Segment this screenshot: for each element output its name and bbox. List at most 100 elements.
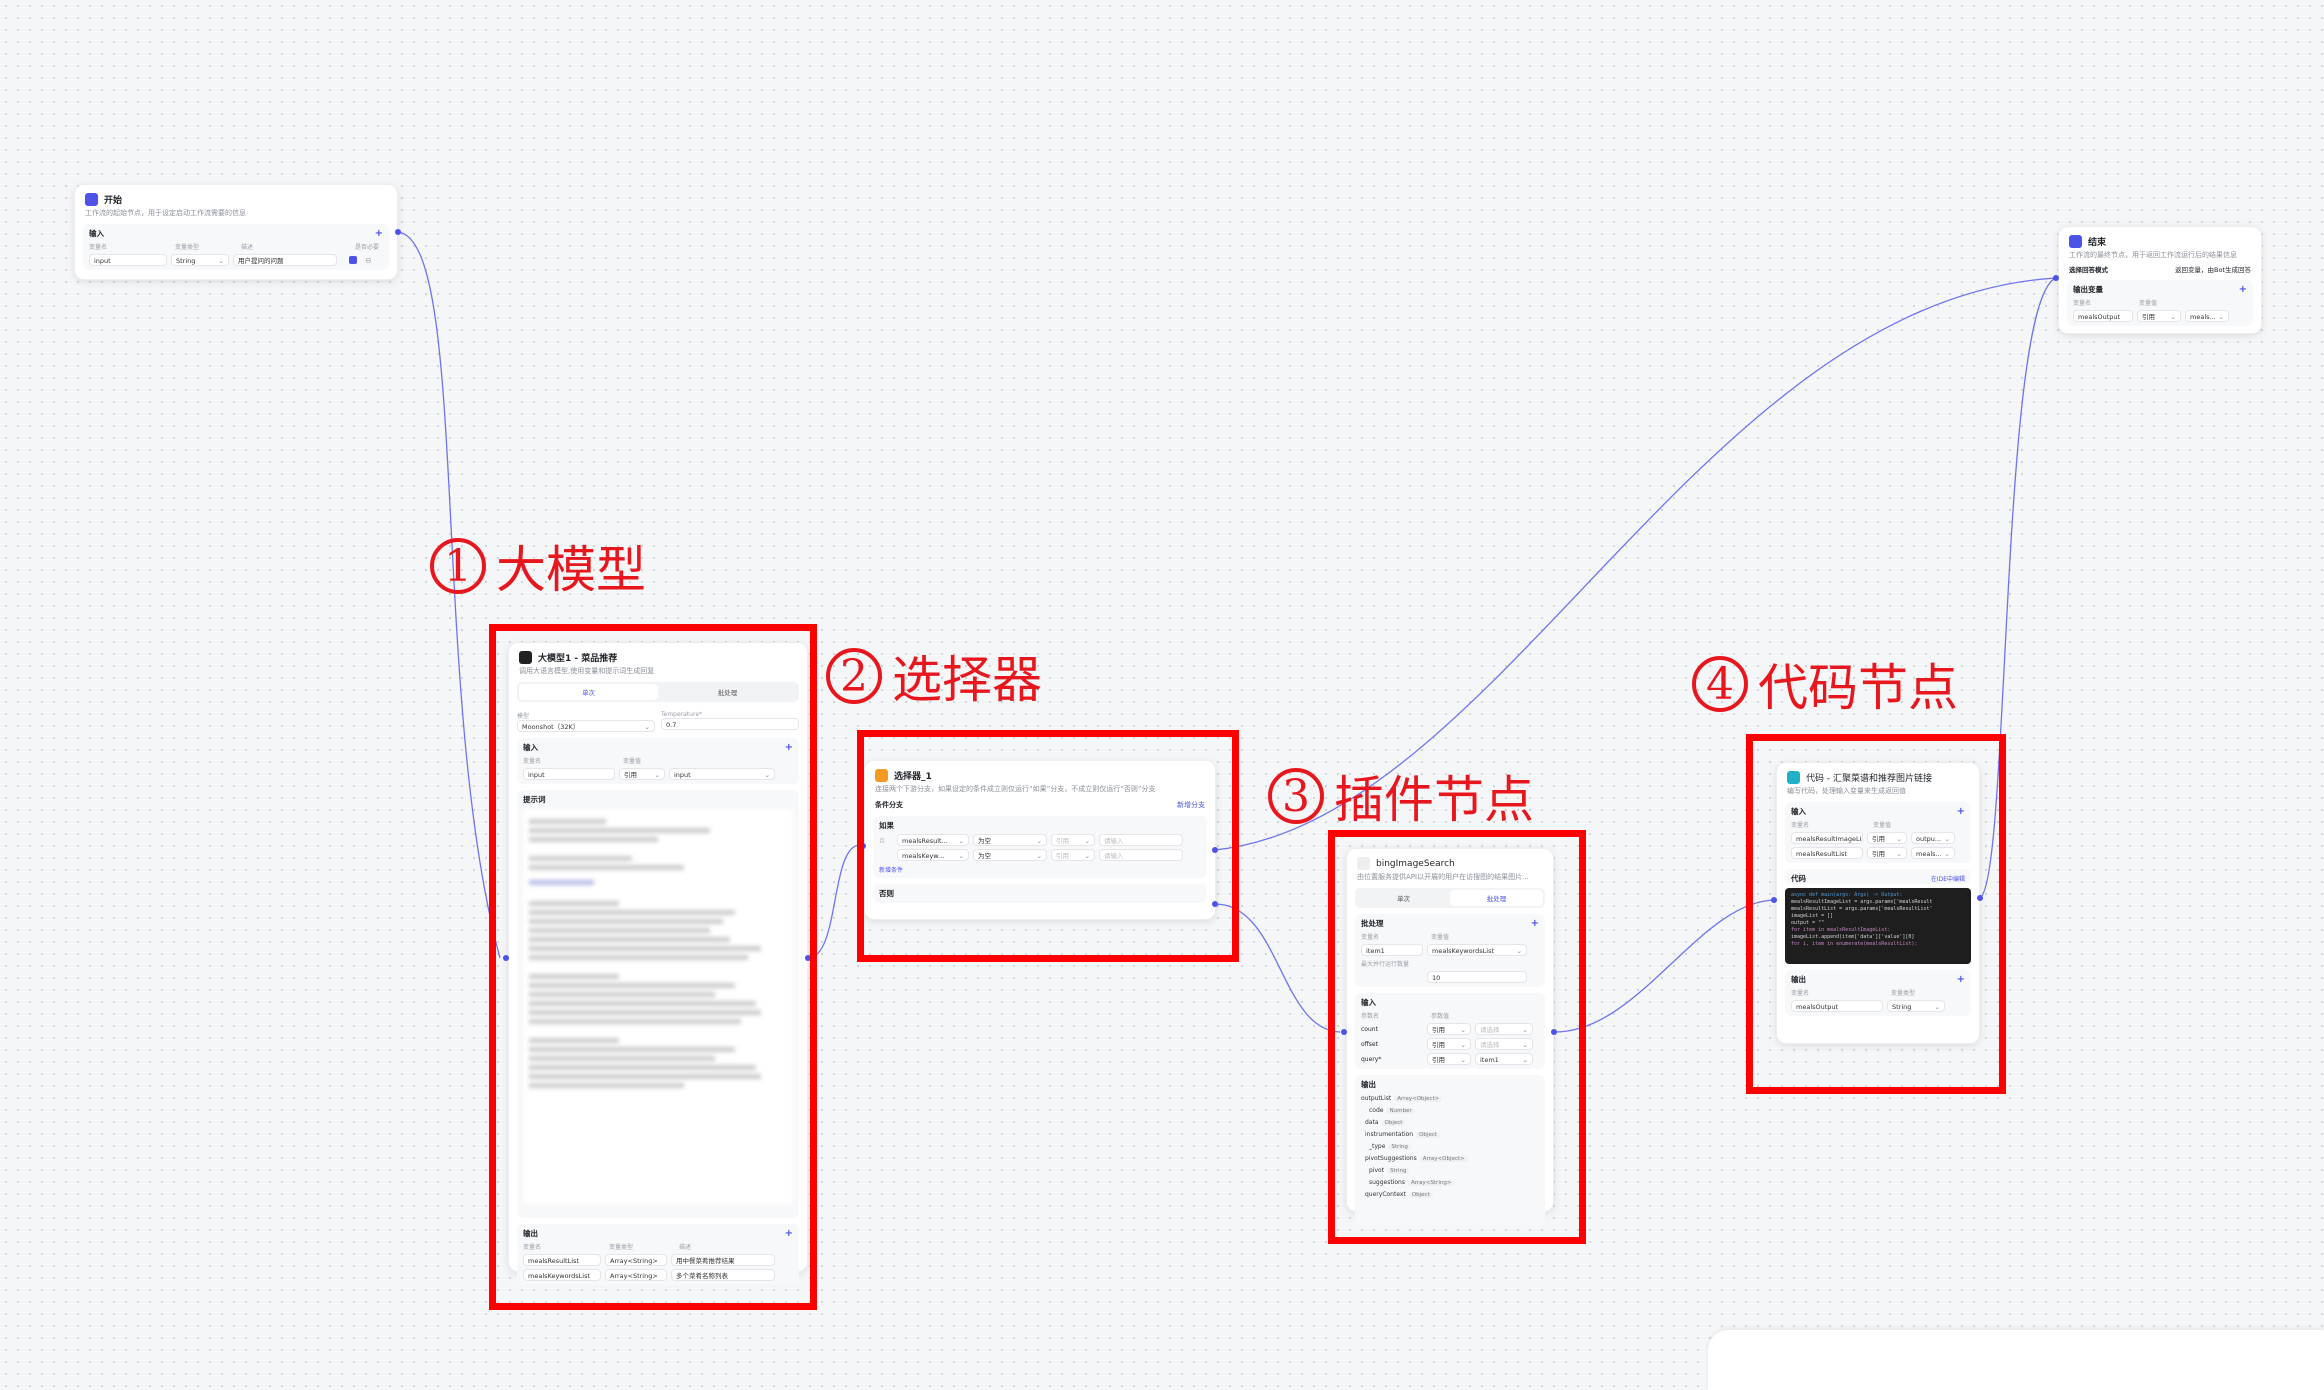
- annotation-text: 插件节点: [1334, 771, 1534, 829]
- start-port[interactable]: [395, 229, 401, 235]
- out-name-input[interactable]: mealsKeywordsList: [523, 1269, 601, 1281]
- batch-var-input[interactable]: item1: [1361, 944, 1423, 956]
- end-node[interactable]: 结束 工作流的最终节点，用于返回工作流运行后的结果信息 选择回答模式 返回变量，…: [2058, 226, 2262, 334]
- llm-var-input[interactable]: input: [523, 768, 615, 780]
- remove-icon[interactable]: ⊖: [365, 255, 372, 265]
- selector-if-port[interactable]: [1212, 847, 1218, 853]
- cond-op-select[interactable]: 为空: [973, 849, 1047, 861]
- selector-node[interactable]: 选择器_1 连接两个下游分支，如果设定的条件成立则仅运行“如果”分支，不成立则仅…: [864, 760, 1216, 920]
- param-val-select[interactable]: 请选择: [1475, 1038, 1533, 1050]
- add-icon[interactable]: +: [374, 228, 383, 239]
- output-name: instrumentation: [1365, 1131, 1414, 1138]
- code-line: imageList.append(item['data']['value'][0…: [1791, 934, 1915, 940]
- mode-select[interactable]: 返回变量，由Bot生成回答: [2175, 266, 2251, 274]
- code-ref-select[interactable]: 引用: [1867, 832, 1907, 844]
- var-type-select[interactable]: String: [171, 254, 229, 266]
- plugin-in-port[interactable]: [1341, 1029, 1347, 1035]
- code-out-input[interactable]: mealsOutput: [1791, 1000, 1883, 1012]
- llm-out-port[interactable]: [805, 955, 811, 961]
- batch-max-label: 最大并行运行数量: [1361, 961, 1410, 968]
- code-var-input[interactable]: mealsResultList: [1791, 847, 1863, 859]
- var-desc-input[interactable]: 用户提问的问题: [233, 254, 337, 266]
- annotation-box-selector: [857, 730, 1239, 962]
- edge-code-end: [1979, 277, 2057, 899]
- add-icon[interactable]: +: [1956, 806, 1965, 817]
- tab-batch[interactable]: 批处理: [1450, 890, 1543, 906]
- code-out-port[interactable]: [1977, 895, 1983, 901]
- add-icon[interactable]: +: [1530, 918, 1539, 929]
- start-node[interactable]: 开始 工作流的起始节点，用于设定启动工作流需要的信息 输入+ 变量名变量类型描述…: [74, 184, 398, 280]
- add-icon[interactable]: +: [1956, 974, 1965, 985]
- code-val-select[interactable]: outpu...: [1911, 832, 1955, 844]
- out-type-select[interactable]: Array<String>: [605, 1254, 667, 1266]
- code-node[interactable]: 代码 - 汇聚菜谱和推荐图片链接 编写代码，处理输入变量来生成返回值 输入+ 变…: [1776, 762, 1980, 1044]
- out-desc-input[interactable]: 用中餐菜肴推荐结果: [671, 1254, 775, 1266]
- llm-node[interactable]: 大模型1 - 菜品推荐 调用大语言模型,使用变量和提示词生成回复 单次批处理 模…: [508, 642, 808, 1285]
- llm-in-port[interactable]: [503, 955, 509, 961]
- tab-batch[interactable]: 批处理: [717, 689, 738, 697]
- minimap-panel[interactable]: [1708, 1330, 2324, 1390]
- end-val-select[interactable]: meals...: [2185, 310, 2229, 322]
- llm-ref-select[interactable]: 引用: [619, 768, 665, 780]
- code-label: 代码: [1791, 874, 1806, 883]
- required-checkbox[interactable]: [349, 256, 357, 264]
- end-port[interactable]: [2053, 275, 2059, 281]
- cond-ref-select[interactable]: 引用: [1051, 849, 1095, 861]
- add-branch-button[interactable]: 新增分支: [1177, 801, 1205, 809]
- prompt-text[interactable]: [523, 809, 793, 1204]
- code-val-select[interactable]: meals...: [1911, 847, 1955, 859]
- code-editor[interactable]: async def main(args: Args) -> Output: me…: [1785, 888, 1971, 964]
- llm-val-select[interactable]: input: [669, 768, 775, 780]
- edge-plugin-code: [1554, 899, 1777, 1033]
- selector-else-port[interactable]: [1212, 901, 1218, 907]
- code-section: 代码 在IDE中编辑: [1785, 869, 1971, 884]
- param-val-select[interactable]: item1: [1475, 1053, 1533, 1065]
- plugin-node[interactable]: bingImageSearch 由位置服务提供API以开展的用户在访搜图的结果图…: [1346, 848, 1554, 1225]
- add-icon[interactable]: +: [784, 1228, 793, 1239]
- cond-var-select[interactable]: mealsResult...: [897, 834, 969, 846]
- out-name-input[interactable]: mealsResultList: [523, 1254, 601, 1266]
- tab-single[interactable]: 单次: [519, 684, 658, 700]
- cond-ref-select[interactable]: 引用: [1051, 834, 1095, 846]
- add-icon[interactable]: +: [784, 742, 793, 753]
- param-name: count: [1361, 1025, 1378, 1033]
- tab-single[interactable]: 单次: [1397, 895, 1410, 903]
- col-header: 变量名: [1791, 822, 1810, 829]
- add-condition-button[interactable]: 新增条件: [879, 867, 904, 874]
- code-ref-select[interactable]: 引用: [1867, 847, 1907, 859]
- param-ref-select[interactable]: 引用: [1427, 1053, 1471, 1065]
- code-out-type-select[interactable]: String: [1887, 1000, 1945, 1012]
- plugin-out-port[interactable]: [1551, 1029, 1557, 1035]
- batch-max-input[interactable]: 10: [1427, 971, 1527, 983]
- out-desc-input[interactable]: 多个菜肴名称列表: [671, 1269, 775, 1281]
- param-ref-select[interactable]: 引用: [1427, 1038, 1471, 1050]
- edges: [397, 231, 2057, 1033]
- out-type-select[interactable]: Array<String>: [605, 1269, 667, 1281]
- param-val-select[interactable]: 请选择: [1475, 1023, 1533, 1035]
- end-var-input[interactable]: mealsOutput: [2073, 310, 2133, 322]
- temp-input[interactable]: 0.7: [661, 718, 799, 730]
- cond-var-select[interactable]: mealsKeyw...: [897, 849, 969, 861]
- code-line: async def main(args: Args) -> Output:: [1791, 892, 1903, 898]
- code-line: for item in mealsResultImageList:: [1791, 927, 1891, 933]
- var-name-input[interactable]: input: [89, 254, 167, 266]
- end-ref-select[interactable]: 引用: [2137, 310, 2181, 322]
- batch-val-select[interactable]: mealsKeywordsList: [1427, 944, 1527, 956]
- code-var-input[interactable]: mealsResultImageList: [1791, 832, 1863, 844]
- cond-val-input[interactable]: 请输入: [1099, 849, 1183, 861]
- col-header: 变量类型: [1891, 990, 1916, 997]
- cond-val-input[interactable]: 请输入: [1099, 834, 1183, 846]
- type-badge: String: [1387, 1167, 1410, 1174]
- cond-op-select[interactable]: 为空: [973, 834, 1047, 846]
- add-icon[interactable]: +: [2238, 284, 2247, 295]
- code-in-port[interactable]: [1771, 897, 1777, 903]
- ide-button[interactable]: 在IDE中编辑: [1930, 876, 1965, 883]
- param-ref-select[interactable]: 引用: [1427, 1023, 1471, 1035]
- model-select[interactable]: Moonshot（32K）: [517, 720, 655, 732]
